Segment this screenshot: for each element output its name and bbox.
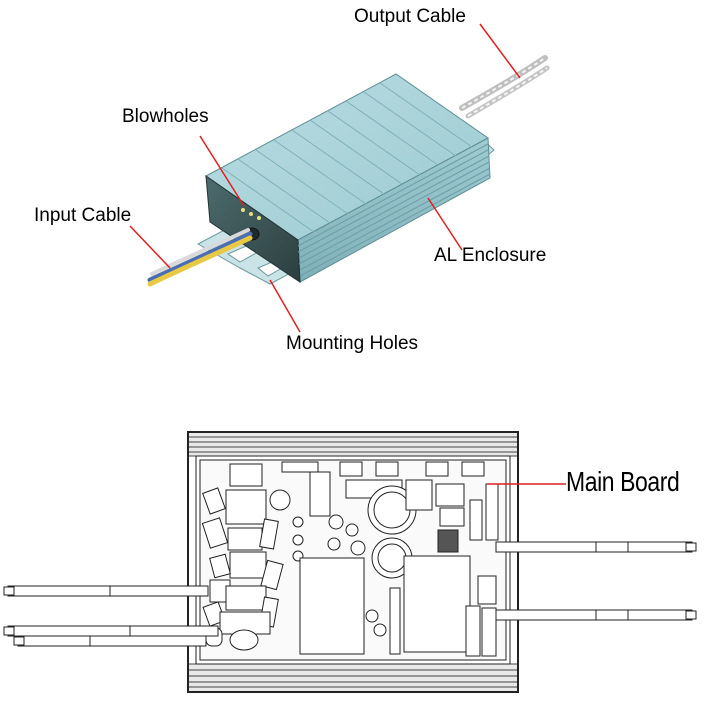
pcb-components [202, 462, 498, 656]
label-blowholes: Blowholes [122, 106, 209, 128]
output-cable [462, 58, 547, 116]
label-output-cable: Output Cable [354, 6, 466, 28]
label-input-cable: Input Cable [34, 205, 131, 227]
input-cables-left [4, 586, 218, 646]
led-driver-3d-view [130, 24, 547, 332]
label-al-enclosure: AL Enclosure [434, 245, 546, 267]
label-main-board: Main Board [566, 467, 679, 497]
output-cables-right [496, 542, 696, 620]
label-mounting-holes: Mounting Holes [286, 333, 418, 355]
